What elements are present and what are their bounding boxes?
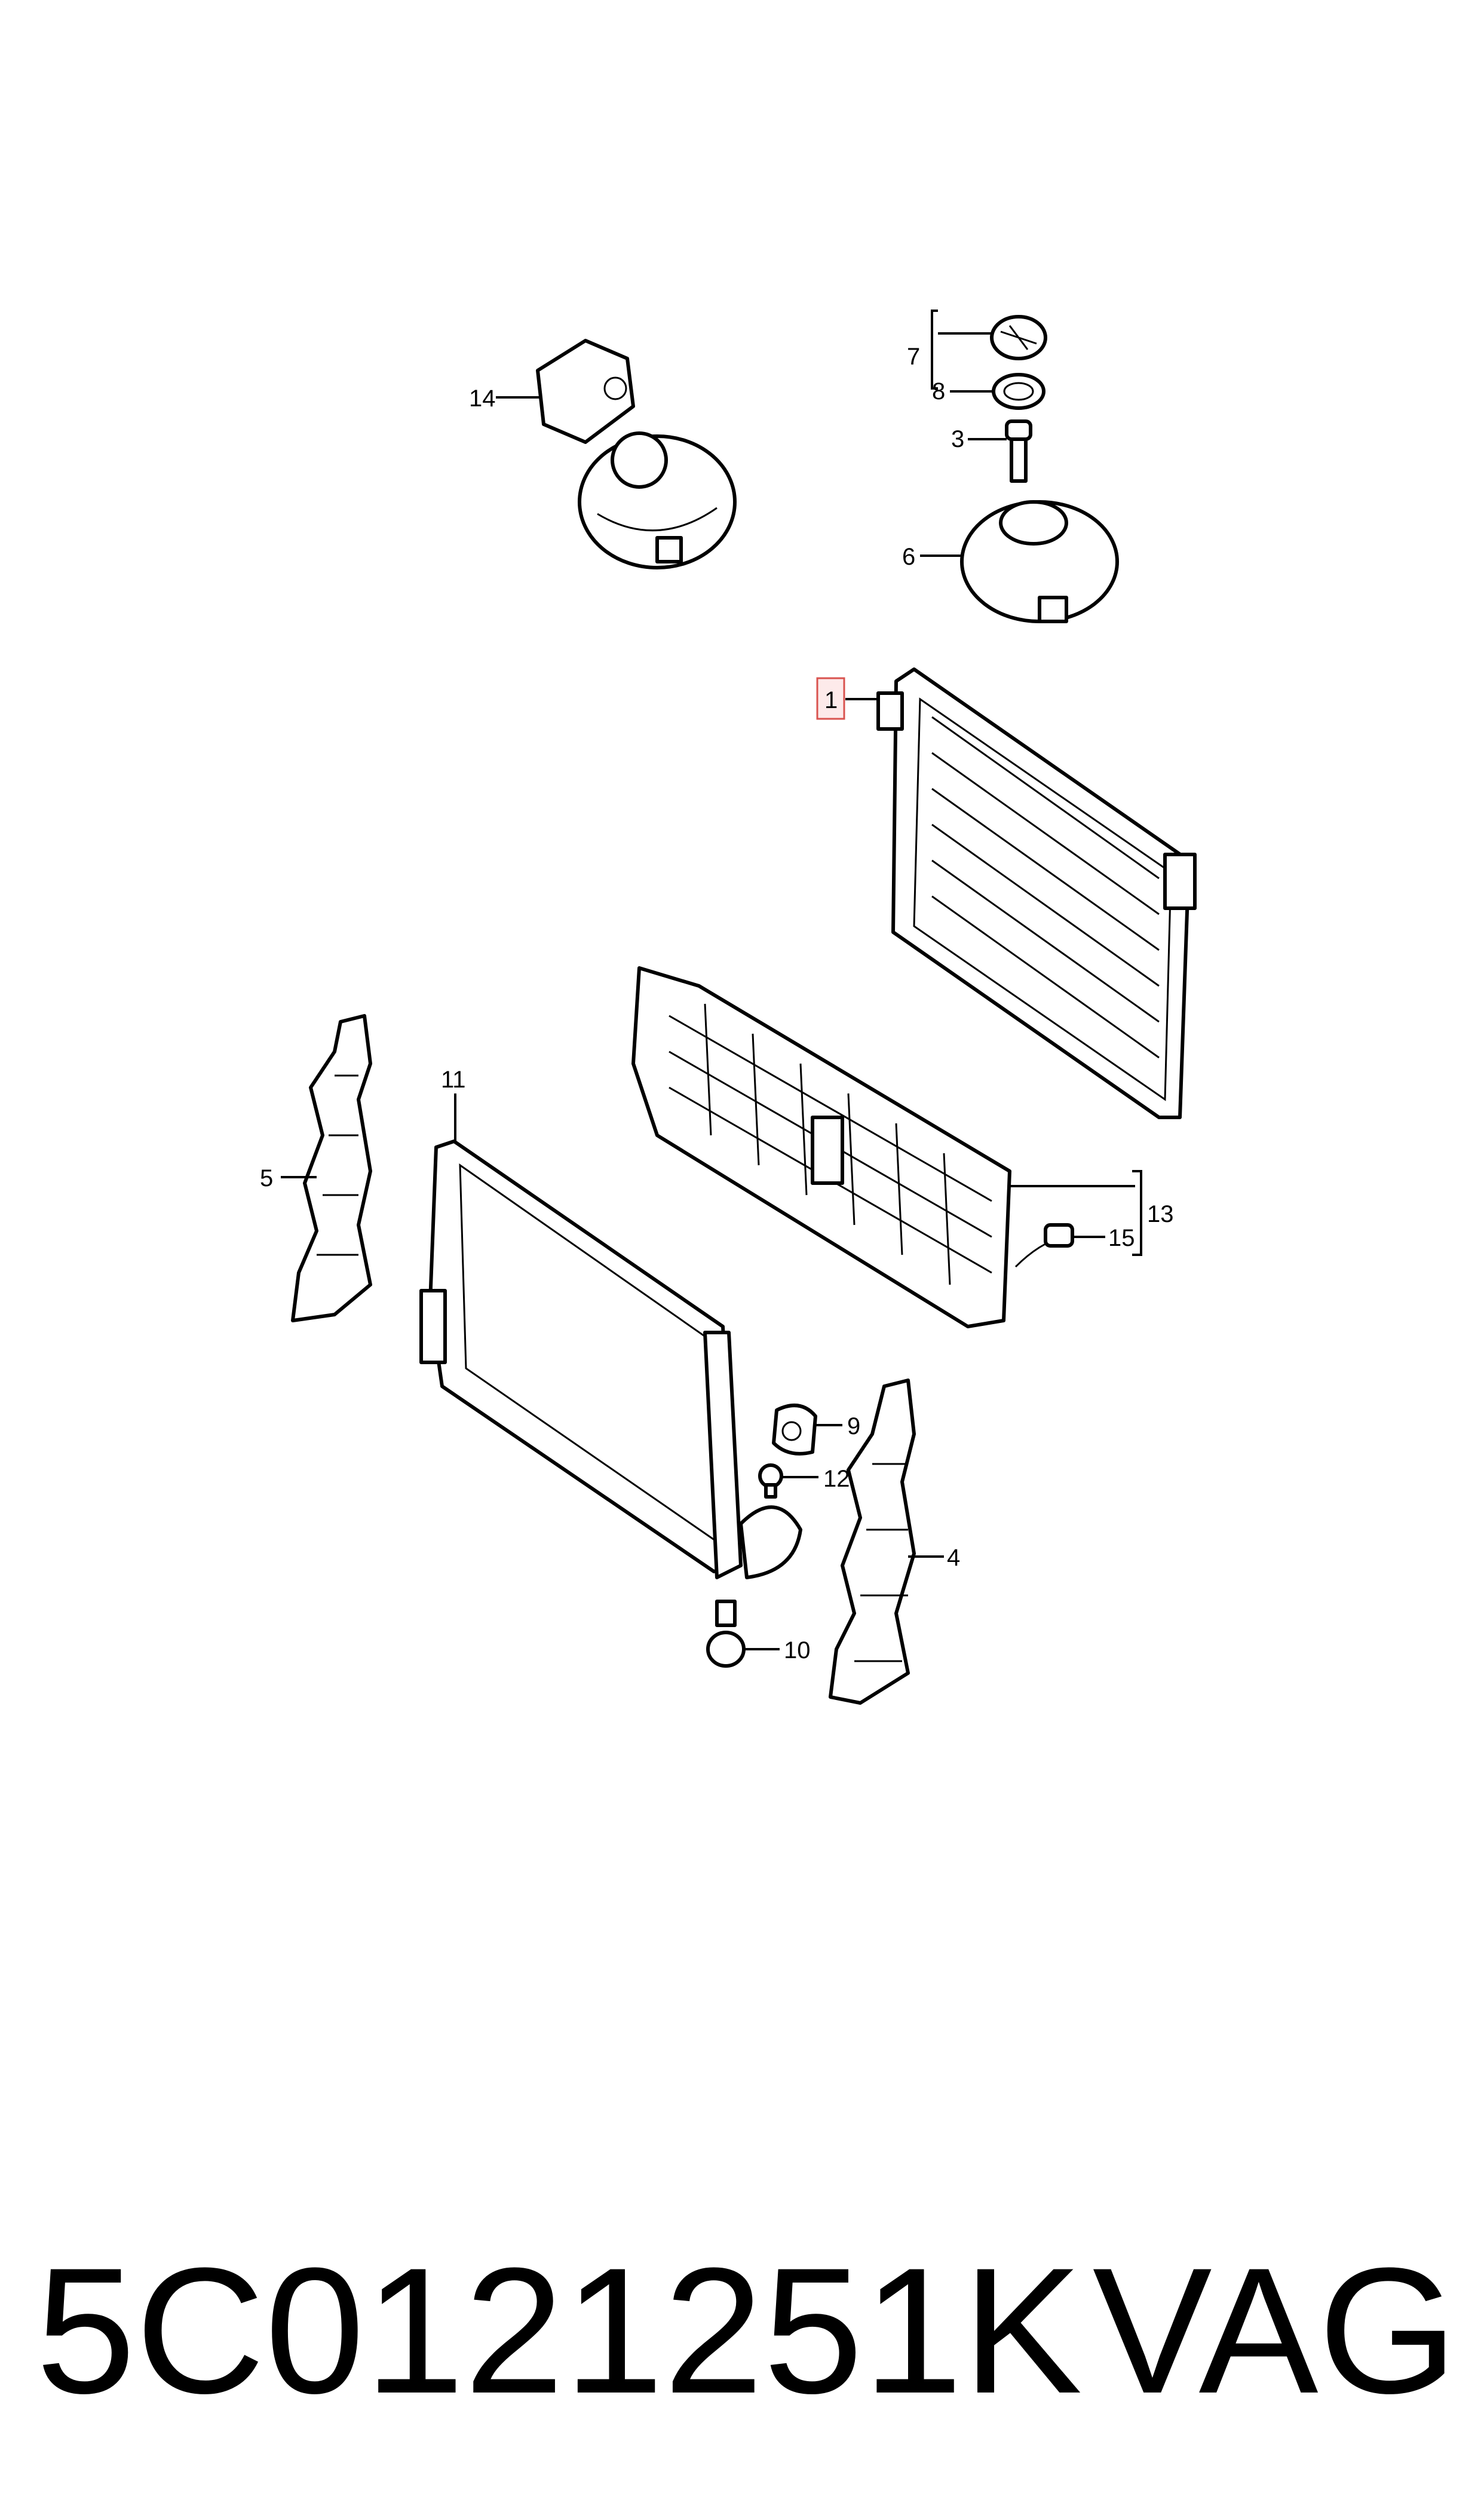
- callout-11: 11: [441, 1067, 466, 1093]
- mount-part-9: [772, 1404, 817, 1456]
- callout-5: 5: [260, 1165, 273, 1191]
- brand: VAG: [1092, 2230, 1458, 2431]
- bolt-part-3: [1005, 419, 1032, 483]
- radiator-part-1: [876, 667, 1197, 1119]
- fan-shroud-part-13: [631, 966, 1011, 1328]
- seal-ring-part-8: [992, 373, 1045, 410]
- cap-part-7: [990, 315, 1047, 360]
- callout-7: 7: [907, 344, 920, 370]
- bracket-13: [1132, 1170, 1142, 1256]
- connector-part-15: [1014, 1223, 1074, 1268]
- part-number: 5C0121251K: [36, 2230, 1083, 2431]
- coolant-sensor-part-14: [536, 339, 635, 444]
- parts-diagram: 14 7 8 3 6 1 11 5 13 15 9 12 4 10: [260, 310, 1197, 1705]
- callout-3: 3: [951, 426, 964, 452]
- callout-6: 6: [902, 544, 915, 570]
- clip-part-12: [758, 1463, 783, 1499]
- air-guide-part-4: [829, 1379, 916, 1705]
- expansion-tank-left: [578, 431, 737, 569]
- expansion-tank-part-6: [960, 500, 1119, 623]
- air-guide-part-5: [291, 1014, 372, 1322]
- callout-12: 12: [823, 1466, 850, 1492]
- callout-8: 8: [932, 378, 945, 405]
- callout-10: 10: [784, 1637, 811, 1664]
- callout-4: 4: [947, 1545, 960, 1571]
- caption: 5C0121251K VAG: [36, 2223, 1458, 2438]
- bushing-part-10: [706, 1600, 746, 1668]
- callout-1: 1: [824, 687, 838, 713]
- bracket-7: [931, 310, 938, 390]
- callout-14: 14: [469, 385, 496, 412]
- callout-13: 13: [1147, 1201, 1174, 1227]
- callout-9: 9: [847, 1413, 860, 1439]
- radiator-part-11: [419, 1139, 802, 1579]
- callout-1-highlight: [816, 677, 845, 720]
- callout-15: 15: [1108, 1225, 1135, 1251]
